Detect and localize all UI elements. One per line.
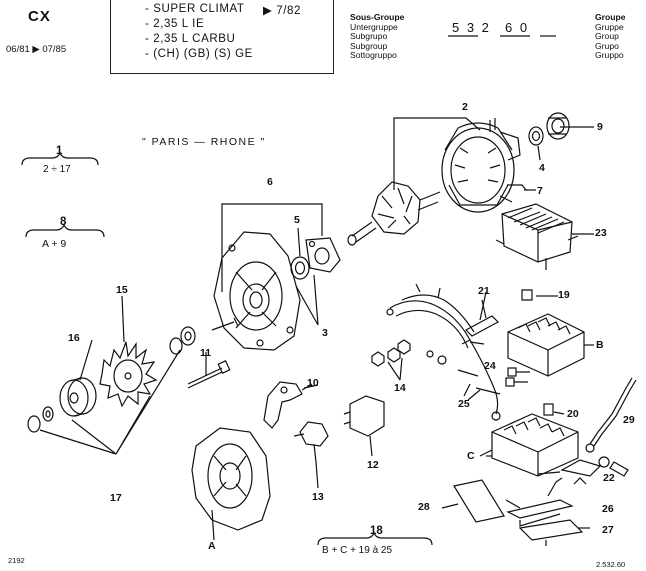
subgroup-code: 6 0 (505, 20, 530, 35)
assembly-ref-range: A + 9 (42, 238, 67, 250)
subgroup-label-de: Untergruppe (350, 21, 398, 32)
group-label-it: Gruppo (595, 50, 624, 61)
callout-25: 25 (458, 398, 470, 410)
group-label-en: Grupo (595, 40, 619, 51)
group-label-es: Group (595, 31, 619, 42)
assembly-ref-range: B + C + 19 à 25 (322, 545, 393, 556)
callout-23: 23 (595, 227, 607, 239)
group-label-fr: Groupe (595, 12, 626, 22)
subgroup-label-es: Subgrupo (350, 31, 388, 42)
callout-9: 9 (597, 121, 603, 133)
variant-line-1: - SUPER CLIMAT (145, 3, 245, 15)
callout-26: 26 (602, 503, 614, 515)
callout-4: 4 (539, 162, 545, 174)
manufacturer-caption: " PARIS — RHONE " (142, 136, 266, 148)
subgroup-label-it: Sottogruppo (350, 50, 397, 61)
callout-27: 27 (602, 524, 614, 536)
callout-3: 3 (322, 327, 328, 339)
group-label-de: Gruppe (595, 21, 624, 32)
callout-7: 7 (537, 185, 543, 197)
assembly-ref-range: 2 ÷ 17 (43, 164, 71, 175)
assembly-ref-num: 8 (60, 216, 67, 228)
callout-17: 17 (110, 492, 122, 504)
variant-date: ▶ 7/82 (263, 5, 302, 17)
drawing-reference: 2.532.60 (596, 560, 626, 569)
callout-6: 6 (267, 176, 273, 188)
model-code: CX (28, 8, 51, 25)
callout-10: 10 (307, 377, 319, 389)
callout-14: 14 (394, 382, 406, 394)
group-labels: Groupe Gruppe Group Grupo Gruppo (595, 12, 626, 61)
callout-15: 15 (116, 284, 128, 296)
production-date-range: 06/81 ▶ 07/85 (6, 44, 67, 55)
callout-B: B (596, 339, 604, 351)
callout-19: 19 (558, 289, 570, 301)
callout-20: 20 (567, 408, 579, 420)
page-reference: 2192 (8, 556, 25, 565)
assembly-ref-num: 1 (56, 145, 63, 157)
callout-28: 28 (418, 501, 430, 513)
callout-11: 11 (200, 347, 212, 359)
callout-A: A (208, 540, 216, 552)
callout-24: 24 (484, 360, 496, 372)
variant-box: - SUPER CLIMAT ▶ 7/82 - 2,35 L IE - 2,35… (110, 0, 334, 74)
subgroup-labels: Sous-Groupe Untergruppe Subgrupo Subgrou… (350, 12, 405, 61)
group-code: 5 3 2 (452, 20, 491, 35)
callout-29: 29 (623, 414, 635, 426)
variant-line-4: - (CH) (GB) (S) GE (145, 48, 253, 60)
callout-21: 21 (478, 285, 490, 297)
callout-12: 12 (367, 459, 379, 471)
callout-22: 22 (603, 472, 615, 484)
callout-5: 5 (294, 214, 300, 226)
variant-line-2: - 2,35 L IE (145, 18, 205, 30)
callout-2: 2 (462, 101, 468, 113)
assembly-ref-num: 18 (370, 525, 383, 537)
callout-13: 13 (312, 491, 324, 503)
callout-16: 16 (68, 332, 80, 344)
subgroup-label-en: Subgroup (350, 40, 388, 51)
callout-C: C (467, 450, 475, 462)
variant-line-3: - 2,35 L CARBU (145, 33, 236, 45)
subgroup-label-fr: Sous-Groupe (350, 12, 405, 22)
